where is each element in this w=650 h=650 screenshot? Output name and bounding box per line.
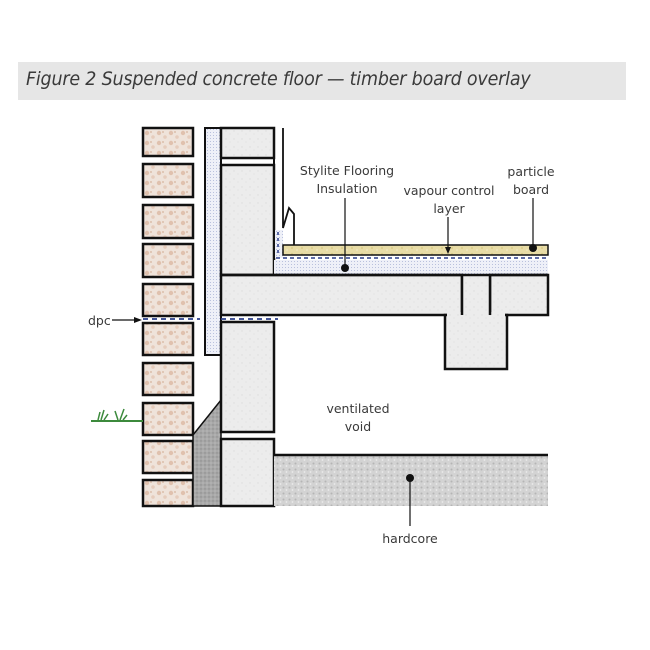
- beam-joint-mask: [447, 312, 505, 317]
- beam-downstand: [443, 313, 509, 371]
- cavity-insulation: [204, 127, 222, 356]
- label-hardcore: hardcore: [382, 531, 438, 546]
- label-void-line1: ventilated: [326, 401, 389, 416]
- label-dpc: dpc: [88, 313, 111, 328]
- concrete-slab: [488, 273, 550, 317]
- brick: [141, 401, 195, 437]
- floor-insulation: [274, 260, 548, 275]
- label-board-line1: particle: [507, 164, 554, 179]
- brick: [141, 361, 195, 397]
- label-vcl-line1: vapour control: [403, 183, 494, 198]
- hardcore-pointer-dot: [406, 474, 414, 482]
- block: [219, 126, 276, 160]
- particle-board: [282, 244, 549, 256]
- brick: [141, 242, 195, 279]
- brick-outer-leaf: [141, 126, 195, 508]
- leader-lines: [112, 198, 537, 526]
- brick: [141, 126, 195, 158]
- label-void-line2: void: [345, 419, 371, 434]
- insulation-pointer-dot: [341, 264, 349, 272]
- brick: [141, 282, 195, 318]
- block: [219, 163, 276, 277]
- board-pointer-dot: [529, 244, 537, 252]
- brick: [141, 478, 195, 508]
- brick: [141, 321, 195, 357]
- concrete-slab: [219, 273, 464, 317]
- cavity-fill: [192, 397, 222, 507]
- skirting-board: [282, 128, 295, 253]
- label-insulation-line1: Stylite Flooring: [300, 163, 394, 178]
- dpc-pointer-arrow: [134, 317, 142, 323]
- block: [219, 320, 276, 434]
- brick: [141, 203, 195, 240]
- label-vcl-line2: layer: [433, 201, 465, 216]
- brick: [141, 162, 195, 199]
- figure-title: Figure 2 Suspended concrete floor — timb…: [26, 68, 531, 90]
- brick: [141, 439, 195, 475]
- figure-title-bar: Figure 2 Suspended concrete floor — timb…: [18, 62, 626, 100]
- vcl-pointer-arrow: [445, 247, 451, 254]
- beam-infill: [462, 275, 490, 315]
- block: [219, 437, 276, 508]
- label-insulation-line2: Insulation: [316, 181, 377, 196]
- edge-insulation: [275, 230, 283, 258]
- ground-grass-icon: [91, 408, 143, 422]
- label-board-line2: board: [513, 182, 549, 197]
- inner-block-leaf: [219, 126, 276, 508]
